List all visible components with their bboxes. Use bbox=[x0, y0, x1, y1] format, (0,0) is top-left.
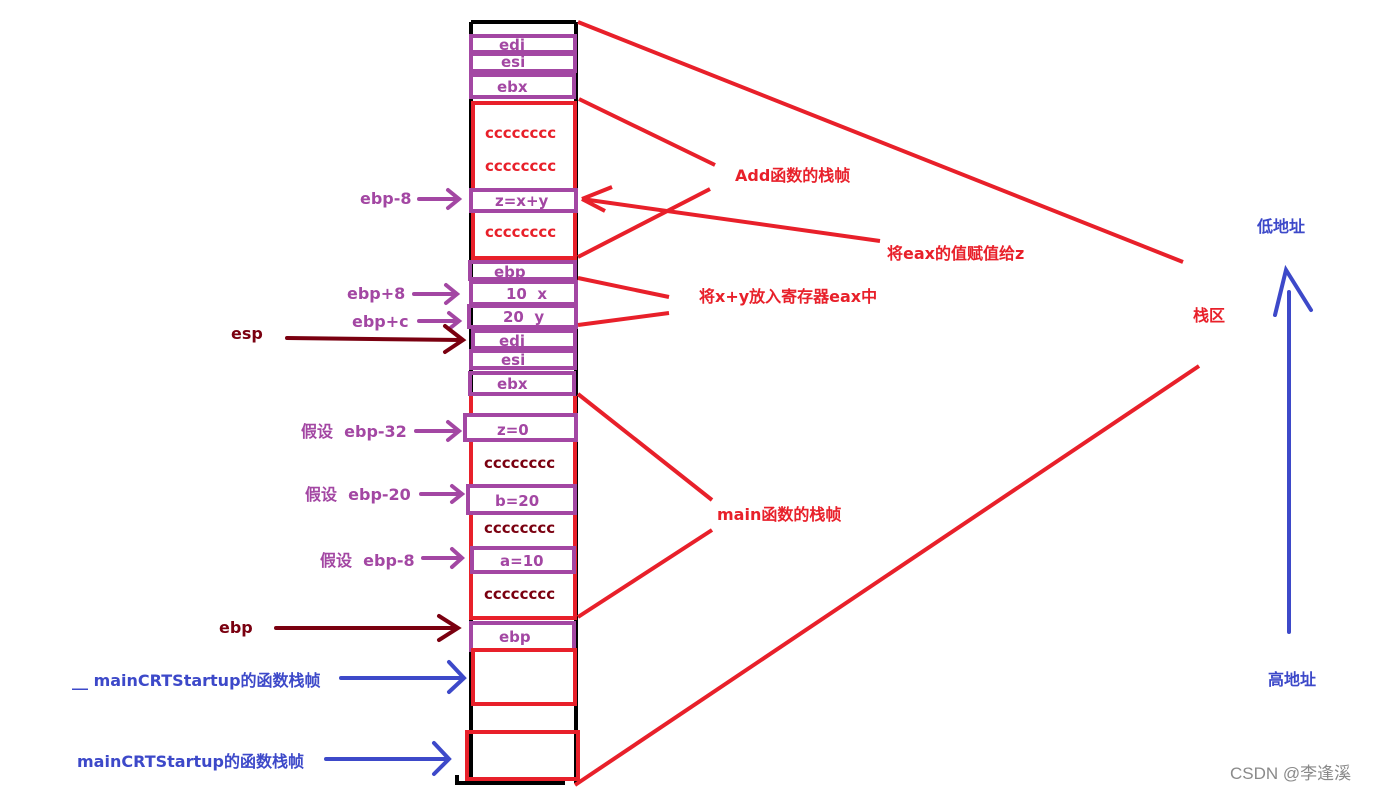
label-high-address: 高地址 bbox=[1268, 670, 1316, 689]
add-saved-regs bbox=[469, 34, 577, 99]
annotation-add-frame: Add函数的栈帧 bbox=[735, 166, 850, 185]
label-double-underscore-mainCRTStartup: __ mainCRTStartup的函数栈帧 bbox=[72, 671, 321, 690]
crt-arrows bbox=[324, 264, 1313, 776]
main-reg-edi: edi bbox=[499, 332, 525, 350]
label-esp: esp bbox=[231, 324, 263, 343]
main-cell-3: cccccccc bbox=[484, 519, 555, 537]
main-cell-b: b=20 bbox=[495, 492, 539, 510]
main-saved-ebp: ebp bbox=[499, 628, 531, 646]
watermark: CSDN @李逢溪 bbox=[1230, 764, 1351, 783]
main-reg-esi: esi bbox=[501, 351, 525, 369]
label-mainCRTStartup: mainCRTStartup的函数栈帧 bbox=[77, 752, 304, 771]
main-cell-a: a=10 bbox=[500, 552, 544, 570]
param-slots bbox=[467, 260, 578, 329]
main-z-slot bbox=[463, 413, 578, 442]
add-frame-box bbox=[471, 101, 577, 260]
main-b-slot bbox=[466, 484, 577, 515]
label-assume-ebp-8: 假设 ebp-8 bbox=[320, 551, 415, 570]
crt-frame-inner bbox=[471, 648, 577, 706]
annotation-assign-eax: 将eax的值赋值给z bbox=[887, 244, 1024, 263]
add-cell-z: z=x+y bbox=[495, 192, 549, 210]
label-ebp-plus-8: ebp+8 bbox=[347, 284, 405, 303]
add-cell-0: cccccccc bbox=[485, 124, 556, 142]
register-arrows bbox=[274, 324, 467, 642]
add-cell-1: cccccccc bbox=[485, 157, 556, 175]
param-y: 20 y bbox=[503, 308, 544, 326]
add-z-slot bbox=[469, 188, 578, 213]
param-x: 10 x bbox=[506, 285, 547, 303]
main-cell-5: cccccccc bbox=[484, 585, 555, 603]
add-reg-esi: esi bbox=[501, 53, 525, 71]
bracket-lines bbox=[573, 20, 1201, 787]
label-assume-ebp-32: 假设 ebp-32 bbox=[301, 422, 407, 441]
add-reg-ebx: ebx bbox=[497, 78, 528, 96]
label-low-address: 低地址 bbox=[1256, 217, 1305, 236]
annotation-stack-area: 栈区 bbox=[1193, 306, 1225, 325]
crt-frame-outer bbox=[465, 730, 580, 781]
label-ebp-minus-8: ebp-8 bbox=[360, 189, 412, 208]
add-reg-edi: edi bbox=[499, 36, 525, 54]
annotation-main-frame: main函数的栈帧 bbox=[717, 505, 841, 524]
main-reg-ebx: ebx bbox=[497, 375, 528, 393]
label-assume-ebp-20: 假设 ebp-20 bbox=[305, 485, 411, 504]
add-saved-ebp: ebp bbox=[494, 263, 526, 281]
main-saved-regs bbox=[468, 329, 577, 396]
main-cell-z: z=0 bbox=[497, 421, 529, 439]
label-ebp-plus-c: ebp+c bbox=[352, 312, 409, 331]
main-saved-ebp-slot bbox=[469, 621, 576, 652]
offset-arrows bbox=[412, 188, 466, 569]
annotation-put-eax: 将x+y放入寄存器eax中 bbox=[699, 287, 877, 306]
label-ebp: ebp bbox=[219, 618, 253, 637]
add-cell-3: cccccccc bbox=[485, 223, 556, 241]
main-a-slot bbox=[470, 546, 576, 574]
main-cell-1: cccccccc bbox=[484, 454, 555, 472]
